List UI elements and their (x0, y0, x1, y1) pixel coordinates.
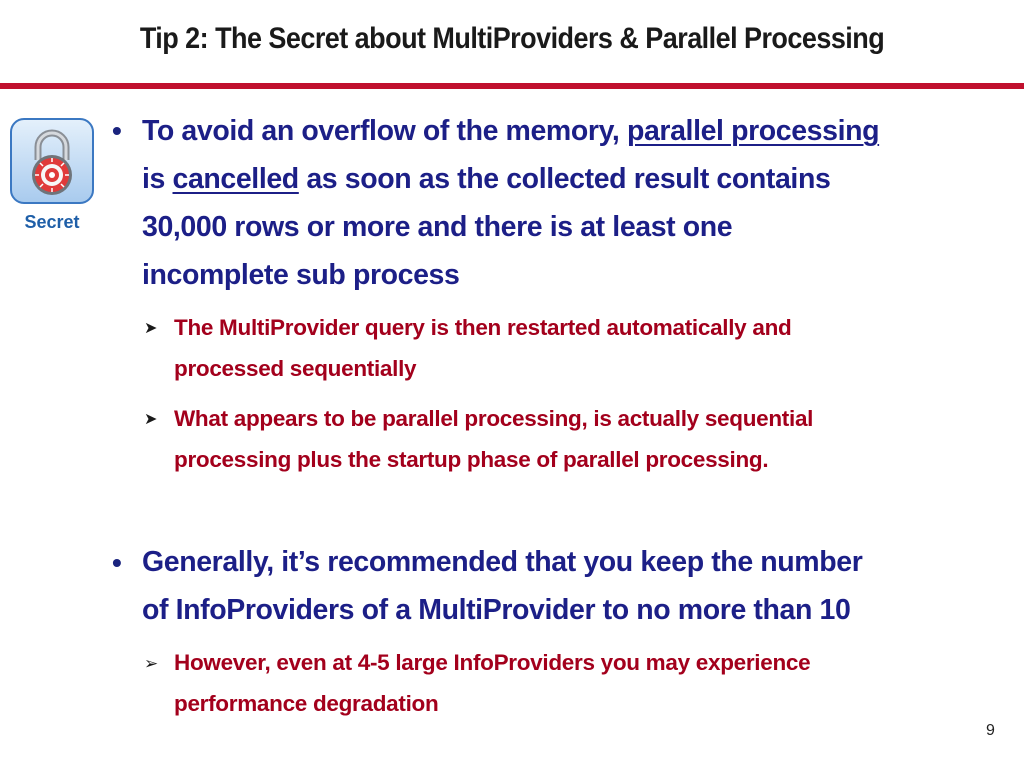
bullet-2-line-1: Generally, it’s recommended that you kee… (142, 546, 863, 578)
bullet-1-line-4: incomplete sub process (142, 259, 460, 291)
sub-bullet-2-1-line-1: However, even at 4-5 large InfoProviders… (174, 650, 811, 675)
title-divider (0, 83, 1024, 89)
underlined-term-parallel-processing: parallel processing (626, 115, 880, 147)
bullet-marker: • (112, 115, 122, 146)
arrow-bullet-icon: ➤ (144, 320, 158, 337)
arrow-bullet-icon: ➤ (144, 411, 158, 428)
bullet-1-line-1: To avoid an overflow of the memory, para… (142, 108, 880, 155)
sub-bullet-1-2-line-1: What appears to be parallel processing, … (174, 406, 814, 431)
sub-bullet-1-2-line-2: processing plus the startup phase of par… (174, 447, 769, 472)
bullet-1-text: as soon as the collected result contains (298, 163, 831, 195)
bullet-1-line-2: is cancelled as soon as the collected re… (142, 156, 831, 203)
bullet-1-text: is (142, 163, 173, 195)
underlined-term-cancelled: cancelled (172, 163, 300, 195)
sub-bullet-1-1-line-2: processed sequentially (174, 356, 417, 381)
sub-bullet-1-1-line-1: The MultiProvider query is then restarte… (174, 315, 792, 340)
page-number: 9 (986, 722, 995, 739)
bullet-1-line-3: 30,000 rows or more and there is at leas… (142, 211, 733, 243)
bullet-marker: • (112, 547, 122, 578)
sub-bullet-2-1-line-2: performance degradation (174, 691, 439, 716)
bullet-2-line-2: of InfoProviders of a MultiProvider to n… (142, 594, 851, 626)
slide-title: Tip 2: The Secret about MultiProviders &… (139, 22, 885, 55)
bullet-1-text: To avoid an overflow of the memory, (142, 115, 627, 147)
hollow-arrow-bullet-icon: ➢ (144, 654, 159, 673)
secret-label: Secret (24, 212, 80, 232)
padlock-icon (10, 118, 94, 204)
secret-badge: Secret (6, 118, 98, 240)
